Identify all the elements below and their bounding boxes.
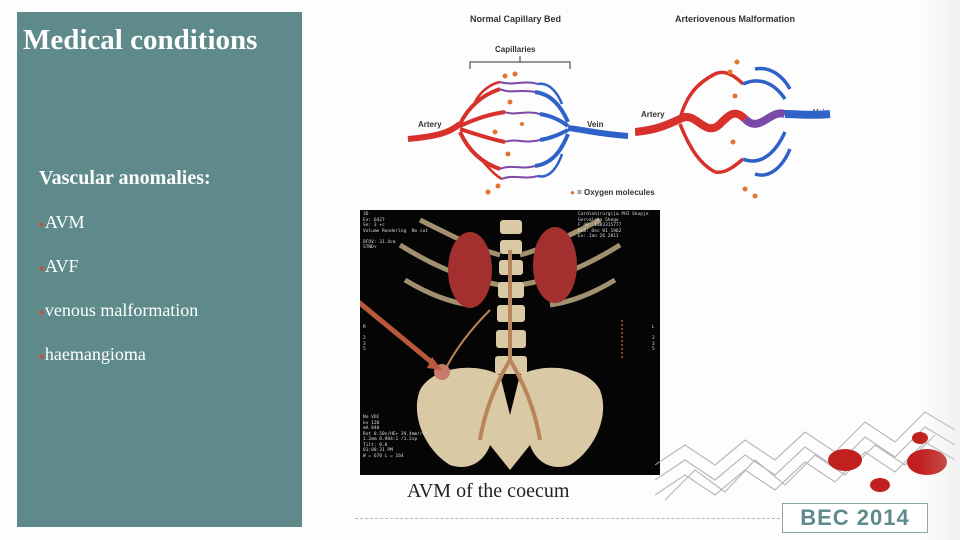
page-curl-edge bbox=[920, 0, 960, 540]
list-item: ■ haemangioma bbox=[39, 344, 198, 388]
red-blood-cell-icon bbox=[912, 432, 928, 444]
bullet-icon: ■ bbox=[39, 352, 44, 361]
vein-label: Vein bbox=[587, 120, 604, 129]
oxygen-legend: ● = Oxygen molecules bbox=[570, 188, 655, 197]
bullet-icon: ■ bbox=[39, 308, 44, 317]
ct-side-right: L 2 3 5 bbox=[652, 325, 655, 352]
red-blood-cell-icon bbox=[870, 478, 890, 492]
list-item-label: AVM bbox=[44, 212, 85, 232]
stent-decoration bbox=[655, 411, 956, 501]
ct-header-right: Cardiohirurgija PHI Skopje Gervalska She… bbox=[578, 212, 649, 239]
avm-diagram: Arteriovenous Malformation Artery Vein bbox=[635, 14, 835, 199]
oxygen-legend-label: = Oxygen molecules bbox=[577, 188, 655, 197]
footer-divider bbox=[355, 518, 780, 519]
bullet-icon: ■ bbox=[39, 264, 44, 273]
list-item-label: haemangioma bbox=[44, 344, 146, 364]
avm-illustration bbox=[635, 59, 831, 199]
list-item-label: AVF bbox=[44, 256, 79, 276]
normal-capillary-bed-diagram: Normal Capillary Bed Capillaries Artery … bbox=[400, 14, 635, 199]
side-panel: Medical conditions Vascular anomalies: ■… bbox=[17, 12, 302, 527]
bec-2014-logo: BEC 2014 bbox=[782, 503, 928, 533]
artery-label: Artery bbox=[418, 120, 442, 129]
list-item: ■ AVM bbox=[39, 212, 198, 256]
ct-header-left: 3D Ex: 6427 Se: 3 +c Volume Rendering No… bbox=[363, 212, 429, 250]
capillaries-label: Capillaries bbox=[495, 45, 536, 54]
list-item-label: venous malformation bbox=[44, 300, 199, 320]
normal-diagram-title: Normal Capillary Bed bbox=[470, 14, 562, 24]
vascular-anomalies-heading: Vascular anomalies: bbox=[39, 167, 211, 189]
bullet-icon: ■ bbox=[39, 220, 44, 229]
red-blood-cell-icon bbox=[828, 449, 862, 471]
ct-caption: AVM of the coecum bbox=[407, 480, 570, 502]
avm-artery-label: Artery bbox=[641, 110, 665, 119]
capillary-bed-illustration bbox=[407, 56, 629, 195]
condition-list: ■ AVM ■ AVF ■ venous malformation ■ haem… bbox=[39, 212, 198, 388]
ct-side-left: R 2 3 5 bbox=[363, 325, 366, 352]
ct-volume-rendering-image: 3D Ex: 6427 Se: 3 +c Volume Rendering No… bbox=[360, 210, 660, 475]
avm-diagram-title: Arteriovenous Malformation bbox=[675, 14, 796, 24]
list-item: ■ venous malformation bbox=[39, 300, 198, 344]
slide-title: Medical conditions bbox=[23, 24, 258, 56]
ct-footer-left: No VOI kv 120 mA 848 Rot 0.50s/HE+ 39.4m… bbox=[363, 415, 429, 459]
oxygen-molecule-icon: ● bbox=[570, 188, 575, 197]
list-item: ■ AVF bbox=[39, 256, 198, 300]
red-blood-cell-icon bbox=[907, 449, 947, 475]
ct-anatomy-illustration bbox=[360, 217, 623, 470]
